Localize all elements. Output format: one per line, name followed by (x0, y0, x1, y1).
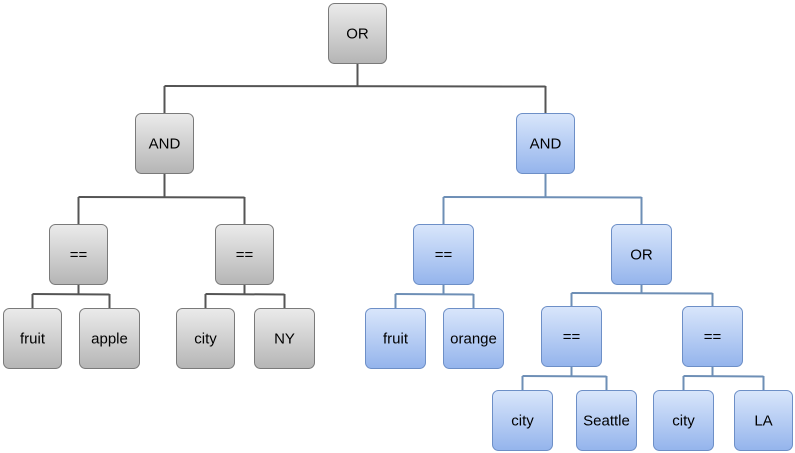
node-leaf-seattle: Seattle (576, 390, 637, 451)
node-box (611, 224, 672, 285)
node-label: == (563, 329, 581, 346)
node-label: fruit (20, 331, 46, 348)
node-or-inner: OR (611, 224, 672, 285)
node-label: OR (630, 247, 653, 264)
node-root: OR (328, 3, 387, 64)
node-label: city (511, 413, 534, 430)
node-box (254, 308, 315, 369)
connector-eq_city_seattle-1 (522, 375, 607, 378)
node-leaf-city-2: city (492, 390, 553, 451)
node-box (365, 308, 426, 369)
node-leaf-city-1: city (176, 308, 235, 369)
node-label: NY (274, 331, 295, 348)
node-label: LA (754, 413, 772, 430)
node-label: Seattle (583, 413, 630, 430)
node-box (443, 308, 504, 369)
node-eq-city-seattle: == (541, 306, 602, 367)
node-leaf-orange: orange (443, 308, 504, 369)
node-box (734, 390, 793, 451)
node-and-left: AND (135, 113, 194, 174)
node-box (328, 3, 387, 64)
node-label: OR (346, 26, 369, 43)
node-label: apple (91, 331, 128, 348)
node-box (413, 224, 474, 285)
node-label: city (672, 413, 695, 430)
node-eq-city-ny: == (215, 224, 274, 285)
connector-and_right-1 (443, 196, 642, 199)
connector-or_inner-1 (571, 292, 713, 295)
node-eq-fruit-orange: == (413, 224, 474, 285)
node-box (215, 224, 274, 285)
node-box (682, 306, 743, 367)
node-label: AND (530, 136, 562, 153)
node-label: city (194, 331, 217, 348)
node-label: == (704, 329, 722, 346)
node-box (541, 306, 602, 367)
node-eq-fruit-apple: == (49, 224, 108, 285)
node-leaf-fruit-2: fruit (365, 308, 426, 369)
connector-eq_fruit_orange-1 (395, 293, 474, 296)
connector-eq_fruit_apple-1 (32, 293, 110, 296)
node-label: orange (450, 331, 497, 348)
node-leaf-la: LA (734, 390, 793, 451)
node-box (576, 390, 637, 451)
node-box (79, 308, 140, 369)
node-box (176, 308, 235, 369)
node-box (516, 113, 575, 174)
node-label: == (236, 247, 254, 264)
node-leaf-city-3: city (653, 390, 714, 451)
connector-and_left-1 (78, 196, 245, 199)
connector-root-1 (164, 85, 546, 88)
node-leaf-fruit-1: fruit (3, 308, 62, 369)
node-leaf-ny: NY (254, 308, 315, 369)
node-and-right: AND (516, 113, 575, 174)
node-eq-city-la: == (682, 306, 743, 367)
connector-eq_city_la-1 (683, 375, 764, 378)
node-label: == (70, 247, 88, 264)
node-leaf-apple: apple (79, 308, 140, 369)
node-box (135, 113, 194, 174)
node-label: fruit (383, 331, 409, 348)
connector-eq_city_ny-1 (205, 293, 285, 296)
node-box (653, 390, 714, 451)
node-box (3, 308, 62, 369)
node-label: AND (149, 136, 181, 153)
tree-nodes: OR AND AND == == fruit apple city NY == OR fruit ora… (3, 3, 793, 451)
node-box (49, 224, 108, 285)
node-label: == (435, 247, 453, 264)
node-box (492, 390, 553, 451)
connector-lines (31, 63, 765, 391)
